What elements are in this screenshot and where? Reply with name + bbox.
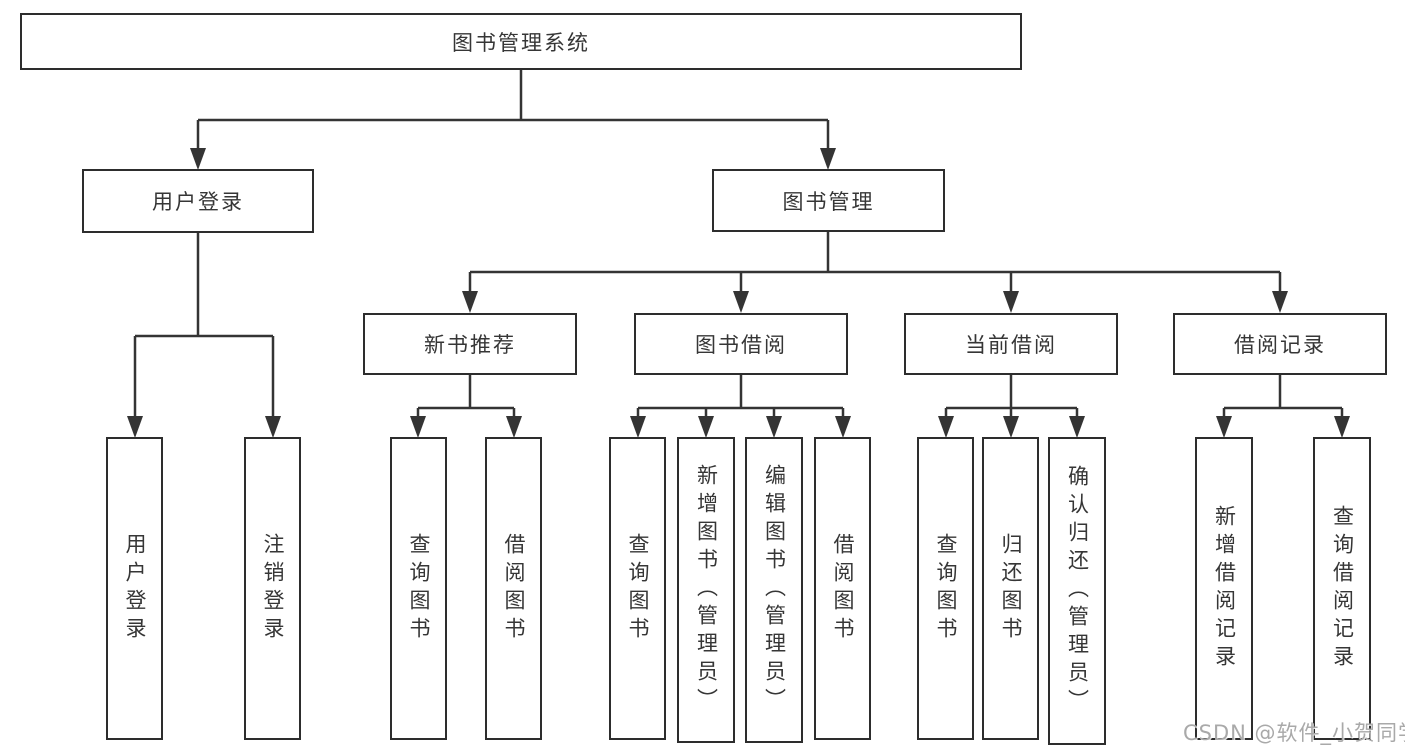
arrowhead [410, 416, 426, 438]
arrowhead [820, 148, 836, 170]
leaf-confirm-return-admin: 确认归还（管理员） [1048, 437, 1106, 745]
leaf-label: 确认归还（管理员） [1065, 465, 1090, 717]
arrowhead [462, 291, 478, 313]
arrowhead [127, 416, 143, 438]
leaf-borrow-books: 借阅图书 [814, 437, 871, 740]
arrowhead [733, 291, 749, 313]
connector-current-to-leaves [938, 375, 1085, 438]
leaf-return-books: 归还图书 [982, 437, 1039, 740]
leaf-query-books-borrow: 查询图书 [609, 437, 666, 740]
arrowhead [1334, 416, 1350, 438]
leaf-label: 借阅图书 [831, 532, 855, 645]
connector-login-to-leaves [127, 233, 281, 438]
arrowhead [1003, 416, 1019, 438]
node-book-borrow: 图书借阅 [634, 313, 848, 375]
node-book-management-branch: 图书管理 [712, 169, 945, 232]
leaf-query-books-current: 查询图书 [917, 437, 974, 740]
arrowhead [698, 416, 714, 438]
leaf-label: 借阅图书 [502, 532, 526, 645]
leaf-add-borrow-record: 新增借阅记录 [1195, 437, 1253, 740]
leaf-label: 用户登录 [123, 532, 147, 645]
arrowhead [190, 148, 206, 170]
arrowhead [1272, 291, 1288, 313]
leaf-add-books-admin: 新增图书（管理员） [677, 437, 735, 743]
leaf-label: 查询图书 [934, 532, 958, 645]
leaf-label: 查询图书 [626, 532, 650, 645]
leaf-label: 新增借阅记录 [1212, 504, 1237, 673]
csdn-watermark: CSDN @软件_小贺同学 [1183, 721, 1405, 745]
connector-management-to-sections [462, 232, 1288, 313]
leaf-edit-books-admin: 编辑图书（管理员） [745, 437, 803, 743]
node-library-system-root: 图书管理系统 [20, 13, 1022, 70]
arrowhead [630, 416, 646, 438]
leaf-query-books-recommend: 查询图书 [390, 437, 447, 740]
arrowhead [1216, 416, 1232, 438]
leaf-label: 归还图书 [999, 532, 1023, 645]
node-borrow-records: 借阅记录 [1173, 313, 1387, 375]
connector-recommend-to-leaves [410, 375, 522, 438]
node-current-borrow: 当前借阅 [904, 313, 1118, 375]
connector-root-to-level2 [190, 70, 836, 170]
arrowhead [1003, 291, 1019, 313]
arrowhead [1069, 416, 1085, 438]
connector-records-to-leaves [1216, 375, 1350, 438]
node-user-login-branch: 用户登录 [82, 169, 314, 233]
leaf-label: 注销登录 [261, 532, 285, 645]
leaf-label: 查询借阅记录 [1330, 504, 1355, 673]
leaf-label: 编辑图书（管理员） [762, 464, 787, 716]
node-new-book-recommend: 新书推荐 [363, 313, 577, 375]
leaf-logout: 注销登录 [244, 437, 301, 740]
leaf-label: 新增图书（管理员） [694, 464, 719, 716]
arrowhead [766, 416, 782, 438]
arrowhead [835, 416, 851, 438]
connector-borrow-to-leaves [630, 375, 851, 438]
arrowhead [265, 416, 281, 438]
leaf-user-login: 用户登录 [106, 437, 163, 740]
leaf-query-borrow-record: 查询借阅记录 [1313, 437, 1371, 740]
leaf-label: 查询图书 [407, 532, 431, 645]
arrowhead [506, 416, 522, 438]
leaf-borrow-books-recommend: 借阅图书 [485, 437, 542, 740]
arrowhead [938, 416, 954, 438]
